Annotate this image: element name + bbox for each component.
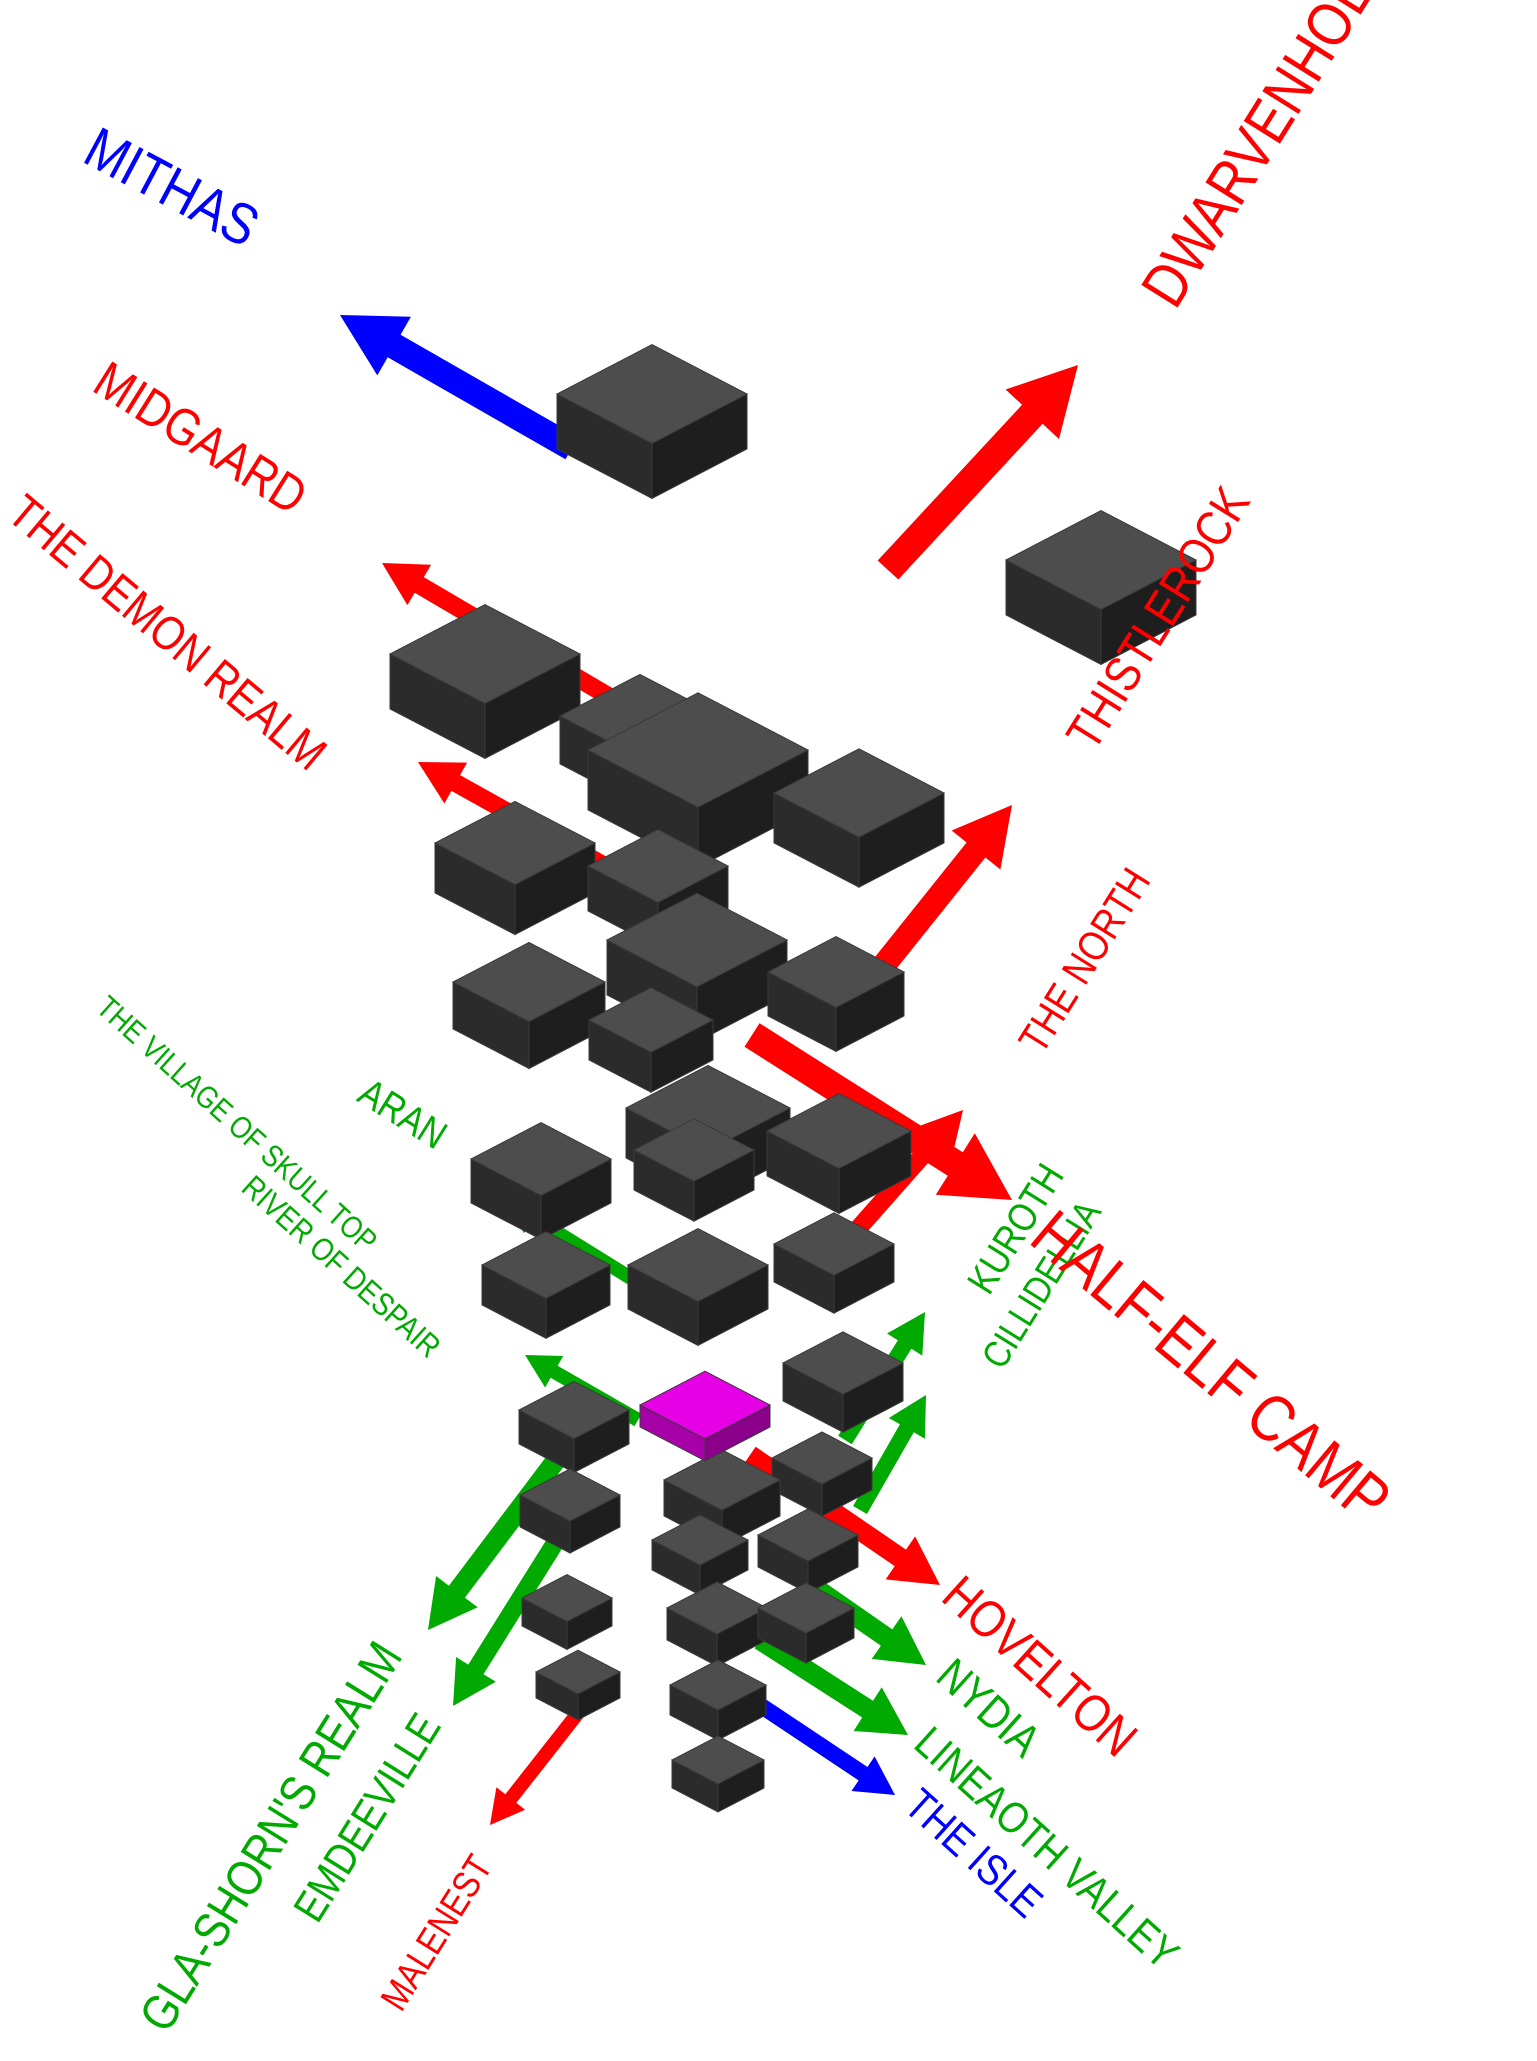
room-box[interactable] [433, 800, 597, 936]
room-box[interactable] [756, 1508, 860, 1594]
room-box[interactable] [626, 1228, 770, 1347]
room-box[interactable] [469, 1122, 613, 1241]
exit-arrow-half-elf-camp [744, 1023, 1012, 1200]
room-box[interactable] [765, 1093, 913, 1215]
room-box[interactable] [534, 1649, 622, 1721]
exit-arrow-mithas [340, 315, 579, 460]
room-box[interactable] [586, 692, 810, 869]
room-box[interactable] [772, 1212, 896, 1315]
room-box[interactable] [388, 604, 582, 760]
room-box[interactable] [766, 936, 906, 1053]
room-box[interactable] [670, 1735, 766, 1813]
room-box[interactable] [781, 1331, 905, 1434]
exit-arrow-lineaoth [754, 1631, 908, 1735]
room-box[interactable] [587, 987, 715, 1094]
rooms [388, 344, 1198, 1813]
exit-arrow-dwarvenhold [877, 365, 1078, 580]
exit-arrow-emdeeville [453, 1530, 568, 1706]
room-box[interactable] [555, 344, 749, 500]
room-box[interactable] [518, 1468, 622, 1554]
room-box[interactable] [1004, 510, 1198, 666]
room-box[interactable] [772, 748, 946, 889]
room-box[interactable] [650, 1514, 750, 1596]
room-box[interactable] [756, 1582, 856, 1664]
room-box[interactable] [665, 1581, 769, 1667]
room-box[interactable] [517, 1380, 631, 1474]
room-box[interactable] [451, 941, 607, 1070]
room-box[interactable] [632, 1118, 756, 1223]
room-box[interactable] [520, 1574, 614, 1651]
room-box[interactable] [668, 1659, 768, 1741]
exit-arrow-the-isle [740, 1688, 895, 1795]
current-room-marker[interactable] [638, 1370, 772, 1462]
room-box[interactable] [770, 1431, 874, 1517]
room-box[interactable] [480, 1231, 612, 1340]
